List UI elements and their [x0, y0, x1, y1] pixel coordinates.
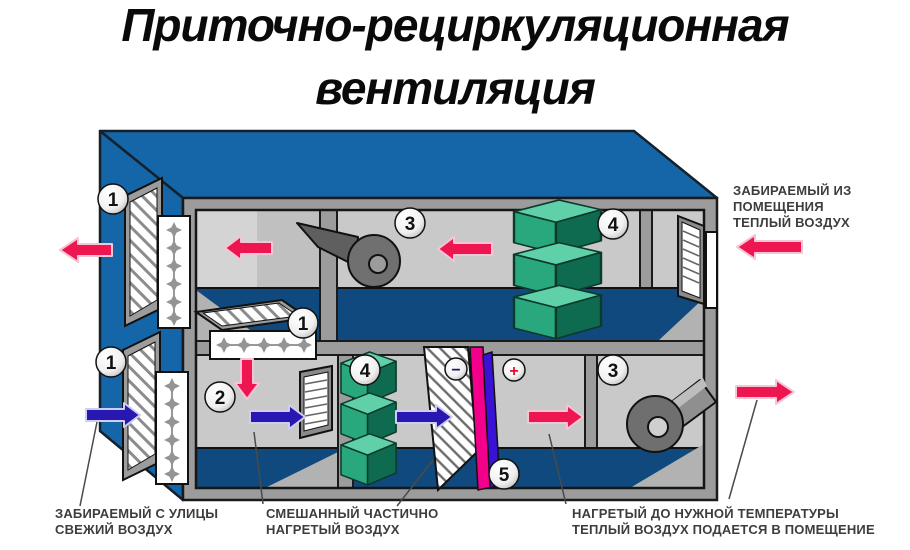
plus-sign: +	[509, 363, 518, 380]
badge-label: 3	[608, 361, 619, 382]
badge-label: 1	[298, 314, 309, 335]
louver-slats	[129, 187, 158, 317]
badge-mixing-chamber: 2	[204, 381, 236, 413]
label-mixed-air: СМЕШАННЫЙ ЧАСТИЧНО НАГРЕТЫЙ ВОЗДУХ	[266, 506, 438, 538]
arrow-mixed-air	[249, 404, 306, 430]
label-line: ТЕПЛЫЙ ВОЗДУХ	[733, 214, 850, 230]
arrow-heated-air	[527, 404, 584, 430]
badge-label: 5	[499, 465, 510, 486]
leader-lines	[79, 399, 758, 507]
heat-exchanger-top	[512, 198, 603, 340]
label-line: НАГРЕТЫЙ ВОЗДУХ	[266, 521, 400, 537]
floor-wedge	[658, 298, 704, 341]
badge-fan-top: 3	[394, 207, 426, 239]
arrow-exhaust-out	[59, 237, 113, 263]
grille-face	[303, 371, 329, 432]
badge-heat-exchanger-bottom: 4	[349, 354, 381, 386]
floor-wedge	[265, 452, 338, 488]
label-line: СВЕЖИЙ ВОЗДУХ	[55, 521, 173, 537]
label-heated-air: НАГРЕТЫЙ ДО НУЖНОЙ ТЕМПЕРАТУРЫ ТЕПЛЫЙ ВО…	[572, 506, 875, 538]
badge-heater: 5	[488, 458, 520, 490]
supply-fan	[626, 378, 717, 453]
room-intake-grille	[677, 214, 718, 309]
exhaust-outlet-filter	[124, 176, 191, 329]
badge-label: 4	[360, 361, 371, 382]
badge-minus: −	[444, 357, 468, 381]
badge-label: 3	[405, 214, 416, 235]
label-street-intake: ЗАБИРАЕМЫЙ С УЛИЦЫ СВЕЖИЙ ВОЗДУХ	[55, 506, 218, 538]
badge-filter-1: 1	[97, 183, 129, 215]
label-line: СМЕШАННЫЙ ЧАСТИЧНО	[266, 506, 439, 521]
badge-plus: +	[502, 358, 526, 382]
minus-sign: −	[451, 362, 460, 379]
floor-wedge	[630, 444, 704, 488]
grille-slats	[304, 379, 328, 425]
arrow-supply-out	[735, 379, 795, 405]
badge-label: 2	[215, 388, 226, 409]
arrow-recirculation-down	[234, 358, 260, 400]
title-line-1: Приточно-рециркуляционная	[121, 0, 789, 51]
arrow-to-heater	[395, 404, 453, 430]
label-line: НАГРЕТЫЙ ДО НУЖНОЙ ТЕМПЕРАТУРЫ	[572, 506, 839, 521]
arrow-room-air-in	[736, 234, 803, 260]
badge-filter-2: 1	[287, 307, 319, 339]
arrow-exhaust-chamber	[224, 235, 273, 261]
fan-hub	[368, 254, 388, 274]
box-top-face	[98, 129, 719, 200]
exhaust-fan	[296, 222, 401, 288]
page-title: Приточно-рециркуляционная вентиляция	[0, 2, 910, 111]
label-line: ЗАБИРАЕМЫЙ ИЗ	[733, 183, 852, 198]
badge-label: 1	[106, 353, 117, 374]
wall-opening	[705, 231, 718, 309]
arrow-top-duct	[437, 236, 493, 262]
label-line: ЗАБИРАЕМЫЙ С УЛИЦЫ	[55, 506, 219, 521]
mixing-chamber-grille	[299, 364, 333, 440]
grille-face	[681, 221, 701, 299]
label-line: ПОМЕЩЕНИЯ	[733, 198, 824, 214]
louver-slats	[127, 341, 156, 471]
label-room-intake: ЗАБИРАЕМЫЙ ИЗ ПОМЕЩЕНИЯ ТЕПЛЫЙ ВОЗДУХ	[733, 183, 851, 231]
badge-label: 1	[108, 190, 119, 211]
title-line-2: вентиляция	[315, 62, 596, 114]
interior-outline	[194, 208, 706, 490]
street-intake-filter	[122, 330, 189, 485]
label-line: ТЕПЛЫЙ ВОЗДУХ ПОДАЕТСЯ В ПОМЕЩЕНИЕ	[572, 521, 875, 537]
badge-filter-3: 1	[95, 346, 127, 378]
badge-heat-exchanger-top: 4	[597, 208, 629, 240]
badge-fan-bottom: 3	[597, 354, 629, 386]
badge-label: 4	[608, 215, 619, 236]
arrow-street-air-in	[85, 402, 141, 428]
grille-slats	[682, 230, 700, 284]
fan-hub	[647, 416, 669, 438]
